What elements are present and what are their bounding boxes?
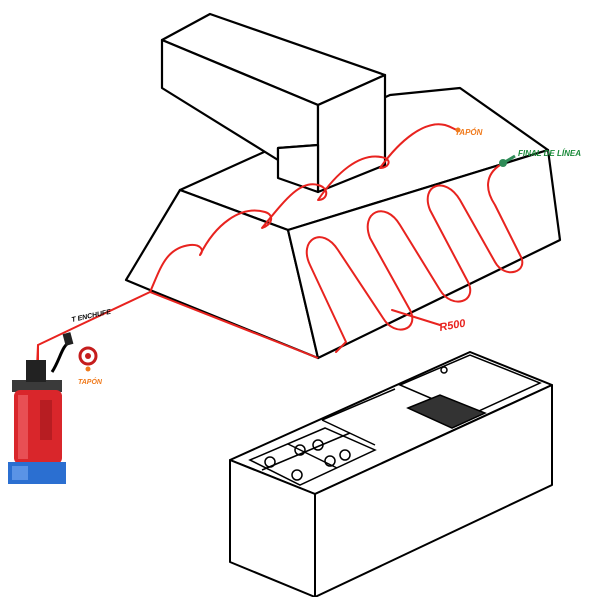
t-enchufe-fitting [52, 332, 73, 372]
t-enchufe-label: T ENCHUFE [71, 309, 112, 324]
final-de-linea-label: FINAL DE LÍNEA [518, 149, 581, 158]
tapon-top-label: TAPÓN [455, 128, 483, 137]
tapon-gauge [80, 348, 96, 372]
tapon-bottom-label: TAPÓN [78, 377, 103, 386]
r500-label: R500 [438, 317, 467, 334]
extinguisher-cylinder [8, 360, 66, 484]
